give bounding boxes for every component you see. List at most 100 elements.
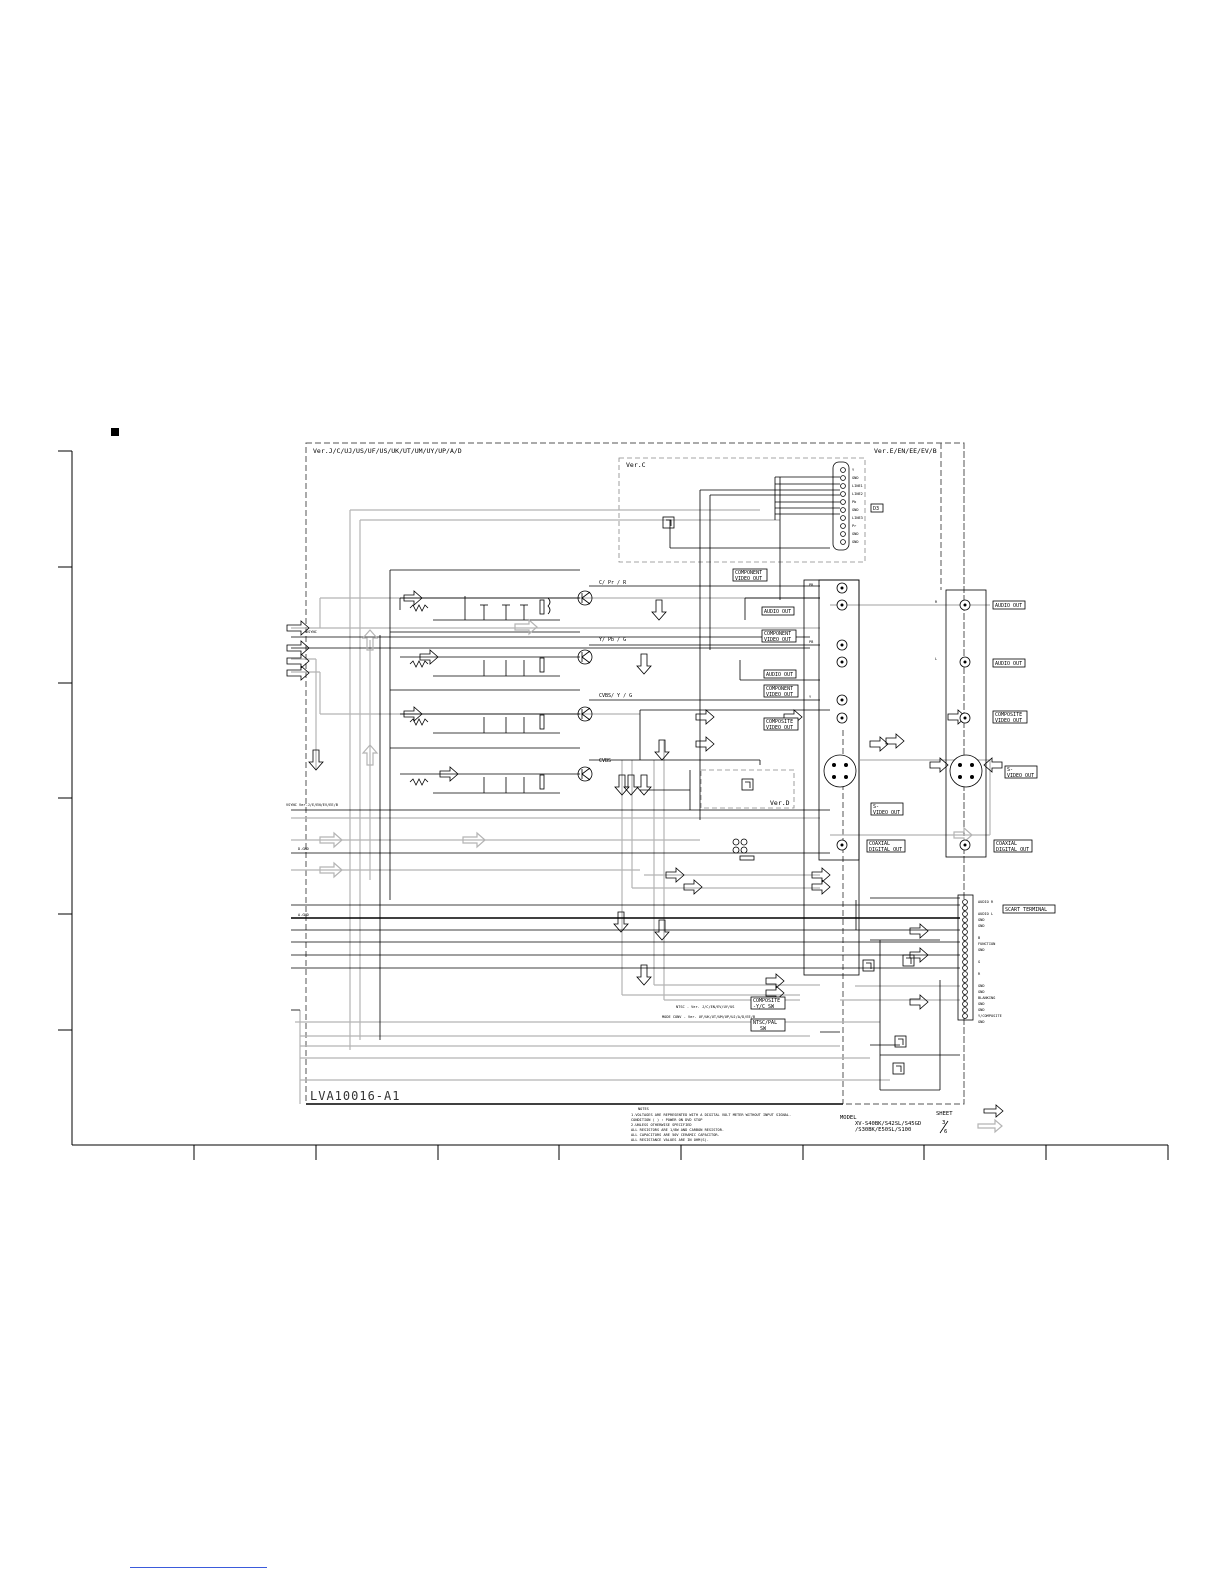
switch-components [662, 516, 915, 1075]
page-frame [58, 450, 1169, 1160]
version-label-right: Ver.E/EN/EE/EV/B [874, 447, 937, 455]
jack-prefix-pb: PB [809, 640, 813, 644]
scart-pin-22: GND [978, 1020, 985, 1024]
label-component-1a: COMPONENT [735, 570, 762, 576]
legend-arrow-black [983, 1104, 1004, 1118]
d3-pin-10: GND [852, 540, 859, 544]
title-block: MODEL XV-S40BK/S42SL/S45GD /S30BK/E50SL/… [840, 1104, 1004, 1135]
label-component-3b: VIDEO OUT [766, 692, 793, 698]
sheet-of: 6 [944, 1129, 947, 1135]
mid-note-2: MODE CONV - Ver. UF/UK/UT/UM/UP/UJ/A/D/E… [662, 1015, 755, 1019]
bus-a-gnd: A.GND [298, 913, 309, 917]
notes-block: NOTES 1.VOLTAGES ARE REPRESENTED WITH A … [631, 1107, 791, 1142]
version-boundaries [305, 442, 965, 1105]
label-ntsc-pal-b: SW [760, 1026, 767, 1032]
jack-panel-left: PR PB Y [803, 579, 860, 976]
scart-connector: AUDIO R AUDIO L GND GND B FUNCTION GND G… [957, 894, 1002, 1024]
label-component-3a: COMPONENT [766, 686, 793, 692]
signal-name-c-pr-r: C/ Pr / R [599, 580, 627, 586]
d3-pin-2: GND [852, 476, 859, 480]
notes-line-6: ALL RESISTANCE VALUES ARE IN OHM(S). [631, 1138, 709, 1142]
filter-stage-2 [400, 649, 593, 677]
bus-vsync: VSYNC [306, 630, 317, 634]
d3-pin-5: Pb [852, 500, 856, 504]
footer-link-underline[interactable] [130, 1567, 267, 1568]
jack-prefix-pr: PR [809, 583, 814, 587]
label-ntsc-pal-a: NTSC/PAL [753, 1020, 777, 1026]
model-label: MODEL [840, 1115, 857, 1121]
label-component-2a: COMPONENT [764, 631, 791, 637]
bus-d-gnd: D.GND [298, 847, 309, 851]
scart-pin-5: GND [978, 924, 985, 928]
d3-pin-7: LINE3 [852, 516, 863, 520]
notes-line-3: 2.UNLESS OTHERWISE SPECIFIED [631, 1123, 692, 1127]
scart-pin-17: BLANKING [978, 996, 995, 1000]
label-right-s-video-b: VIDEO OUT [1007, 773, 1034, 779]
filter-stage-1 [399, 590, 593, 621]
drawing-code: LVA10016-A1 [310, 1089, 400, 1103]
label-component-2b: VIDEO OUT [764, 637, 791, 643]
d3-pin-1: Y [852, 468, 855, 472]
coaxial-transformer [732, 838, 755, 861]
notes-line-2: CONDITION ( ) : POWER ON DVD STOP [631, 1118, 702, 1122]
label-composite-1a: COMPOSITE [766, 719, 793, 725]
filter-stage-3 [400, 706, 593, 734]
label-right-audio-out-2: AUDIO OUT [995, 661, 1022, 667]
label-composite-yc-b: -Y/C SW [753, 1004, 775, 1010]
mid-note-1: NTSC - Ver. J/C/EN/EV/UY/US [676, 1005, 734, 1009]
model-line-1: XV-S40BK/S42SL/S45GD [855, 1121, 921, 1127]
label-right-composite-b: VIDEO OUT [995, 718, 1022, 724]
label-s-video-1a: S- [873, 804, 879, 810]
section-bullet [111, 428, 119, 436]
right-audio-l: L [935, 657, 937, 661]
label-right-s-video-a: S- [1007, 767, 1013, 773]
scart-pin-20: Y/COMPOSITE [978, 1014, 1002, 1018]
label-s-video-1b: VIDEO OUT [873, 810, 900, 816]
scart-pin-3: AUDIO L [978, 912, 993, 916]
label-scart: SCART TERMINAL [1005, 907, 1047, 913]
label-right-coaxial-b: DIGITAL OUT [996, 847, 1029, 853]
notes-line-4: ALL RESISTORS ARE 1/8W AND CARBON RESIST… [631, 1128, 724, 1132]
label-right-composite-a: COMPOSITE [995, 712, 1022, 718]
notes-title: NOTES [638, 1107, 649, 1111]
scart-pin-16: GND [978, 990, 985, 994]
d3-label: D3 [873, 506, 879, 512]
scart-pin-11: G [978, 960, 980, 964]
legend-arrow-gray [977, 1118, 1003, 1134]
signal-name-cvbs: CVBS [599, 758, 611, 764]
sheet-number: 3 [942, 1120, 945, 1126]
filter-stages [399, 590, 593, 794]
model-line-2: /S30BK/E50SL/S100 [855, 1127, 911, 1133]
scart-pin-1: AUDIO R [978, 900, 994, 904]
d3-pin-4: LINE2 [852, 492, 863, 496]
scart-pin-15: GND [978, 984, 985, 988]
connector-labels: COMPONENT VIDEO OUT AUDIO OUT COMPONENT … [732, 568, 1056, 1032]
label-coaxial-1b: DIGITAL OUT [869, 847, 902, 853]
label-coaxial-1a: COAXIAL [869, 841, 890, 847]
version-label-left: Ver.J/C/UJ/US/UF/US/UK/UT/UM/UY/UP/A/D [313, 447, 462, 455]
black-signal-lines [291, 476, 960, 1105]
label-right-audio-out-1: AUDIO OUT [995, 603, 1022, 609]
label-component-1b: VIDEO OUT [735, 576, 762, 582]
jack-panel-right: R L [935, 589, 987, 858]
signal-name-cvbs-y-g: CVBS/ Y / G [599, 693, 632, 699]
d3-pin-6: GND [852, 508, 859, 512]
bus-ver-note: VSYNC Ver.J/E/EN/EV/EE/B [286, 803, 338, 807]
scart-pin-9: GND [978, 948, 985, 952]
label-audio-out-2: AUDIO OUT [766, 672, 793, 678]
scart-pin-8: FUNCTION [978, 942, 995, 946]
scart-pin-4: GND [978, 918, 985, 922]
notes-line-1: 1.VOLTAGES ARE REPRESENTED WITH A DIGITA… [631, 1113, 791, 1117]
d3-pin-3: LINE1 [852, 484, 863, 488]
jack-prefix-y: Y [809, 695, 812, 699]
signal-arrows [286, 590, 1003, 1010]
scart-pin-19: GND [978, 1008, 985, 1012]
notes-line-5: ALL CAPACITORS ARE 50V CERAMIC CAPACITOR… [631, 1133, 720, 1137]
d3-pin-8: Pr [852, 524, 857, 528]
version-label-c: Ver.C [626, 461, 646, 469]
signal-name-y-pb-g: Y/ Pb / G [599, 637, 626, 643]
sheet-label: SHEET [936, 1111, 953, 1117]
filter-stage-4 [400, 766, 593, 794]
d3-pin-9: GND [852, 532, 859, 536]
